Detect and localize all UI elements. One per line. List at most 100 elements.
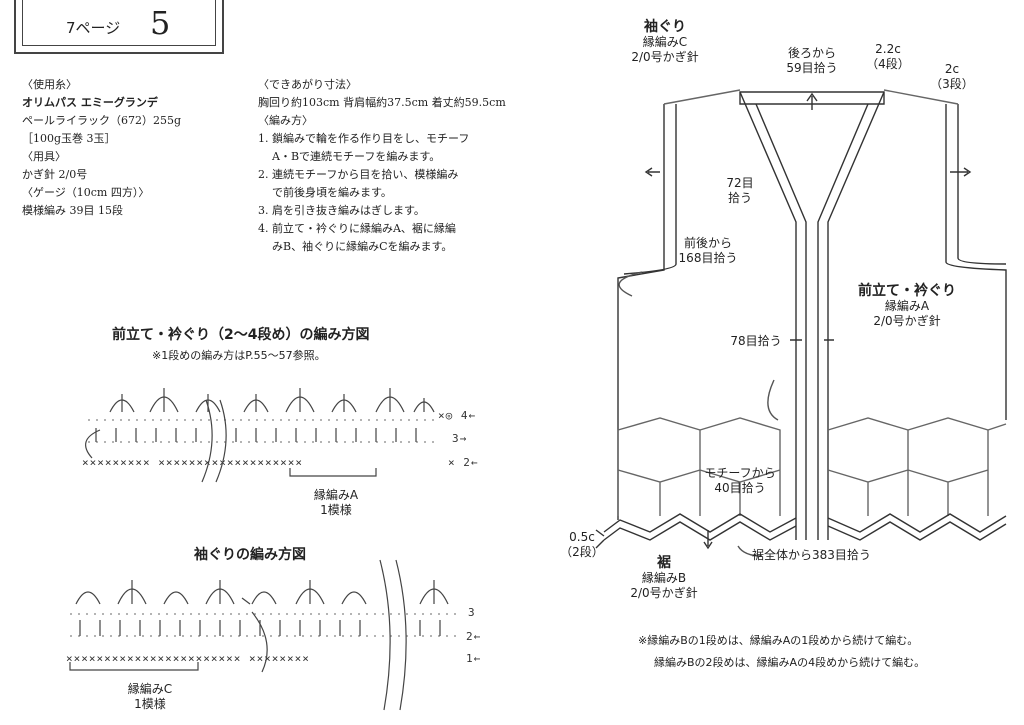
chart2-join-curve — [241, 597, 268, 673]
shoulder-band-depth: 2.2c （4段） — [864, 42, 912, 72]
chart1-repeat: 1模様 — [320, 503, 352, 517]
chart2-row1-stitches: ××××××××××××××××××××××× ×××××××× — [66, 652, 310, 665]
pattern-number: 5 — [150, 4, 171, 42]
method-heading: 〈編み方〉 — [258, 114, 313, 127]
method-step: みB、袖ぐりに縁編みCを編みます。 — [272, 240, 453, 253]
front-band-title: 前立て・衿ぐり — [858, 283, 956, 299]
materials-block: 〈使用糸〉 オリムパス エミーグランデ ペールライラック（672）255g ［1… — [22, 76, 181, 220]
size-heading: 〈できあがり寸法〉 — [258, 78, 357, 91]
hem-title: 裾 — [657, 555, 671, 571]
chart1-repeat-bracket — [289, 468, 377, 477]
side-arrows — [644, 167, 972, 177]
garment-schematic — [595, 89, 1007, 557]
front-band-inner — [755, 103, 869, 540]
method-step: 3. 肩を引き抜き編みはぎします。 — [258, 204, 425, 217]
chart2-repeat-bracket — [69, 662, 199, 671]
tools-heading: 〈用具〉 — [22, 150, 66, 163]
motif-pickup-text: モチーフから — [704, 466, 776, 480]
chart1-row1-stitches: ××××××××× ××××××××××××××××××× — [82, 456, 304, 469]
chart1-row2-marker: × 2← — [448, 456, 479, 469]
yarn-name: オリムパス エミーグランデ — [22, 96, 158, 109]
footnote-1: ※縁編みBの1段めは、縁編みAの1段めから続けて編む。 — [638, 634, 919, 647]
motif-callout — [767, 379, 779, 421]
armhole-pickup-text: 前後から — [683, 236, 732, 250]
armhole-title: 袖ぐり — [644, 19, 686, 35]
hem-depth-rows: （2段） — [560, 545, 604, 559]
chart1-edge-name: 縁編みA — [313, 488, 359, 502]
method-step: 1. 鎖編みで輪を作る作り目をし、モチーフ — [258, 132, 470, 145]
chart2-row2-marker: 2← — [466, 630, 482, 643]
back-pickup-count: 59目拾う — [786, 61, 838, 75]
chart2-drawing — [69, 559, 460, 711]
size-values: 胸回り約103cm 背肩幅約37.5cm 着丈約59.5cm — [258, 96, 506, 109]
hem-depth-ticks — [595, 529, 605, 549]
chart2-break-lines — [379, 559, 407, 711]
chart1-note: ※1段めの編み方はP.55〜57参照。 — [152, 349, 326, 362]
tools-text: かぎ針 2/0号 — [22, 168, 88, 181]
chart2-fans — [75, 580, 449, 605]
method-step: で前後身頃を編みます。 — [272, 186, 392, 199]
chart1-edge-curve — [85, 429, 101, 459]
right-armhole-band — [957, 104, 1007, 265]
hem-callout — [737, 545, 763, 557]
page-label: 7ページ — [66, 19, 121, 37]
chart2-repeat: 1模様 — [134, 697, 166, 711]
page-number-box — [14, 0, 224, 54]
chart1-fans — [109, 388, 435, 413]
chart2-title: 袖ぐりの編み方図 — [194, 547, 306, 563]
hem-edge: 縁編みB — [641, 571, 687, 585]
chart1-drawing — [85, 388, 438, 483]
front-pickup-label: 78目拾う — [730, 334, 782, 348]
chart2-row1-marker: 1← — [466, 652, 482, 665]
back-pickup-label: 後ろから 59目拾う — [770, 46, 854, 76]
yarn-qty: ［100g玉巻 3玉］ — [22, 132, 116, 145]
hexagon-motifs — [617, 417, 1007, 516]
hem-band-inner — [603, 513, 1007, 533]
footnote-2: 縁編みBの2段めは、縁編みAの4段めから続けて編む。 — [654, 656, 926, 669]
left-armhole-outline — [617, 104, 665, 520]
back-neck-band — [739, 91, 885, 105]
method-step: 2. 連続モチーフから目を拾い、模様編み — [258, 168, 459, 181]
armhole-hook: 2/0号かぎ針 — [631, 50, 699, 64]
yarn-color: ペールライラック（672）255g — [22, 114, 182, 127]
right-armhole-outline — [945, 104, 1007, 420]
hem-label-group: 裾 縁編みB 2/0号かぎ針 — [622, 556, 706, 601]
chart1-row3-marker: 3→ — [452, 432, 468, 445]
armhole-band-depth: 2c （3段） — [928, 62, 976, 92]
hem-pickup-label: 裾全体から383目拾う — [752, 548, 871, 562]
hem-edge — [603, 521, 1007, 541]
shoulder-lines — [663, 89, 959, 105]
neck-pickup-arrow — [806, 92, 818, 110]
front-band-edge: 縁編みA — [884, 299, 930, 313]
gauge-text: 模様編み 39目 15段 — [22, 204, 123, 217]
armhole-pickup-label: 前後から 168目拾う — [666, 236, 750, 266]
size-method-block: 〈できあがり寸法〉 胸回り約103cm 背肩幅約37.5cm 着丈約59.5cm… — [258, 76, 506, 256]
motif-pickup-count: 40目拾う — [714, 481, 766, 495]
hem-hook: 2/0号かぎ針 — [630, 586, 698, 600]
gauge-heading: 〈ゲージ（10cm 四方）〉 — [22, 186, 150, 199]
chart2-pattern-label: 縁編みC 1模様 — [110, 682, 190, 712]
neck-pickup-label: 72目 拾う — [718, 176, 762, 206]
method-step: A・Bで連続モチーフを編みます。 — [272, 150, 441, 163]
left-armhole-band — [623, 104, 677, 275]
chart1-row4-marker: ×◎ 4← — [438, 409, 477, 422]
front-band-hook: 2/0号かぎ針 — [873, 314, 941, 328]
shoulder-band-cm: 2.2c — [875, 42, 901, 56]
back-pickup-text: 後ろから — [787, 46, 836, 60]
armhole-band-rows: （3段） — [930, 77, 974, 91]
shoulder-band-rows: （4段） — [866, 57, 910, 71]
hem-pickup-arrow — [703, 530, 713, 550]
front-band-label-group: 前立て・衿ぐり 縁編みA 2/0号かぎ針 — [842, 284, 972, 329]
chart1-break-lines — [201, 399, 227, 483]
armhole-band-cm: 2c — [944, 62, 960, 76]
chart1-tall-stitches — [95, 428, 417, 442]
method-step: 4. 前立て・衿ぐりに縁編みA、裾に縁編 — [258, 222, 456, 235]
armhole-pickup-count: 168目拾う — [678, 251, 738, 265]
chart2-tall-stitches — [79, 620, 441, 636]
chart2-row3-marker: 3 — [468, 606, 476, 619]
armhole-label-group: 袖ぐり 縁編みC 2/0号かぎ針 — [620, 20, 710, 65]
chart1-pattern-label: 縁編みA 1模様 — [296, 488, 376, 518]
hem-depth-label: 0.5c （2段） — [560, 530, 604, 560]
yarn-heading: 〈使用糸〉 — [22, 78, 77, 91]
